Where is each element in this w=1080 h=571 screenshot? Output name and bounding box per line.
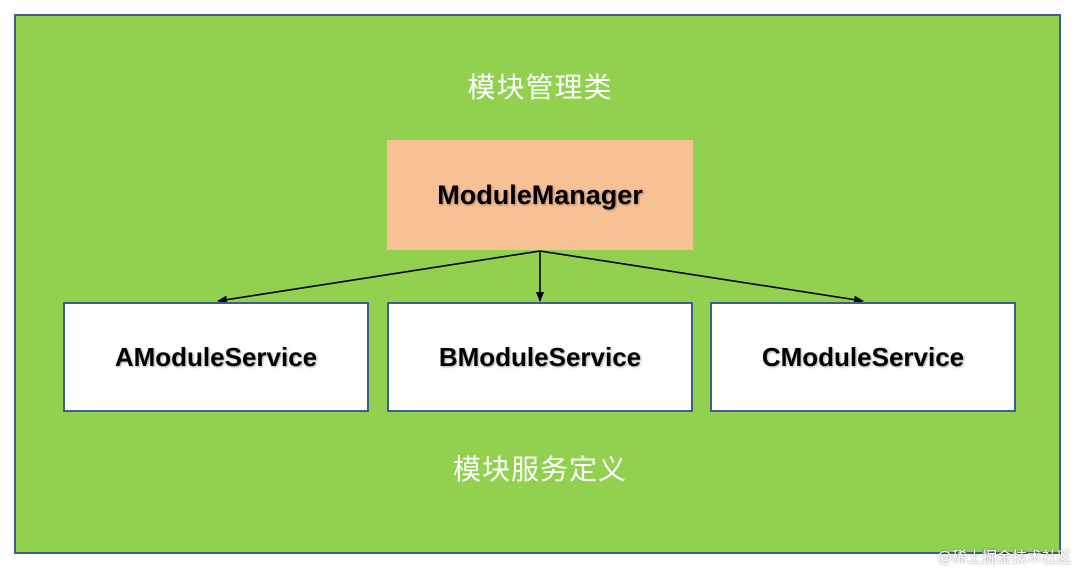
c-module-service-box: CModuleService [710,302,1016,412]
a-module-service-label: AModuleService [114,341,318,372]
c-module-service-label: CModuleService [761,341,965,372]
service-caption: 模块服务定义 [452,453,627,486]
module-manager-label: ModuleManager [437,179,643,210]
watermark: @稀土掘金技术社区 [936,548,1072,566]
module-manager-box: ModuleManager [387,140,693,250]
manager-caption: 模块管理类 [467,71,613,104]
a-module-service-box: AModuleService [63,302,369,412]
b-module-service-box: BModuleService [387,302,693,412]
b-module-service-label: BModuleService [438,341,642,372]
